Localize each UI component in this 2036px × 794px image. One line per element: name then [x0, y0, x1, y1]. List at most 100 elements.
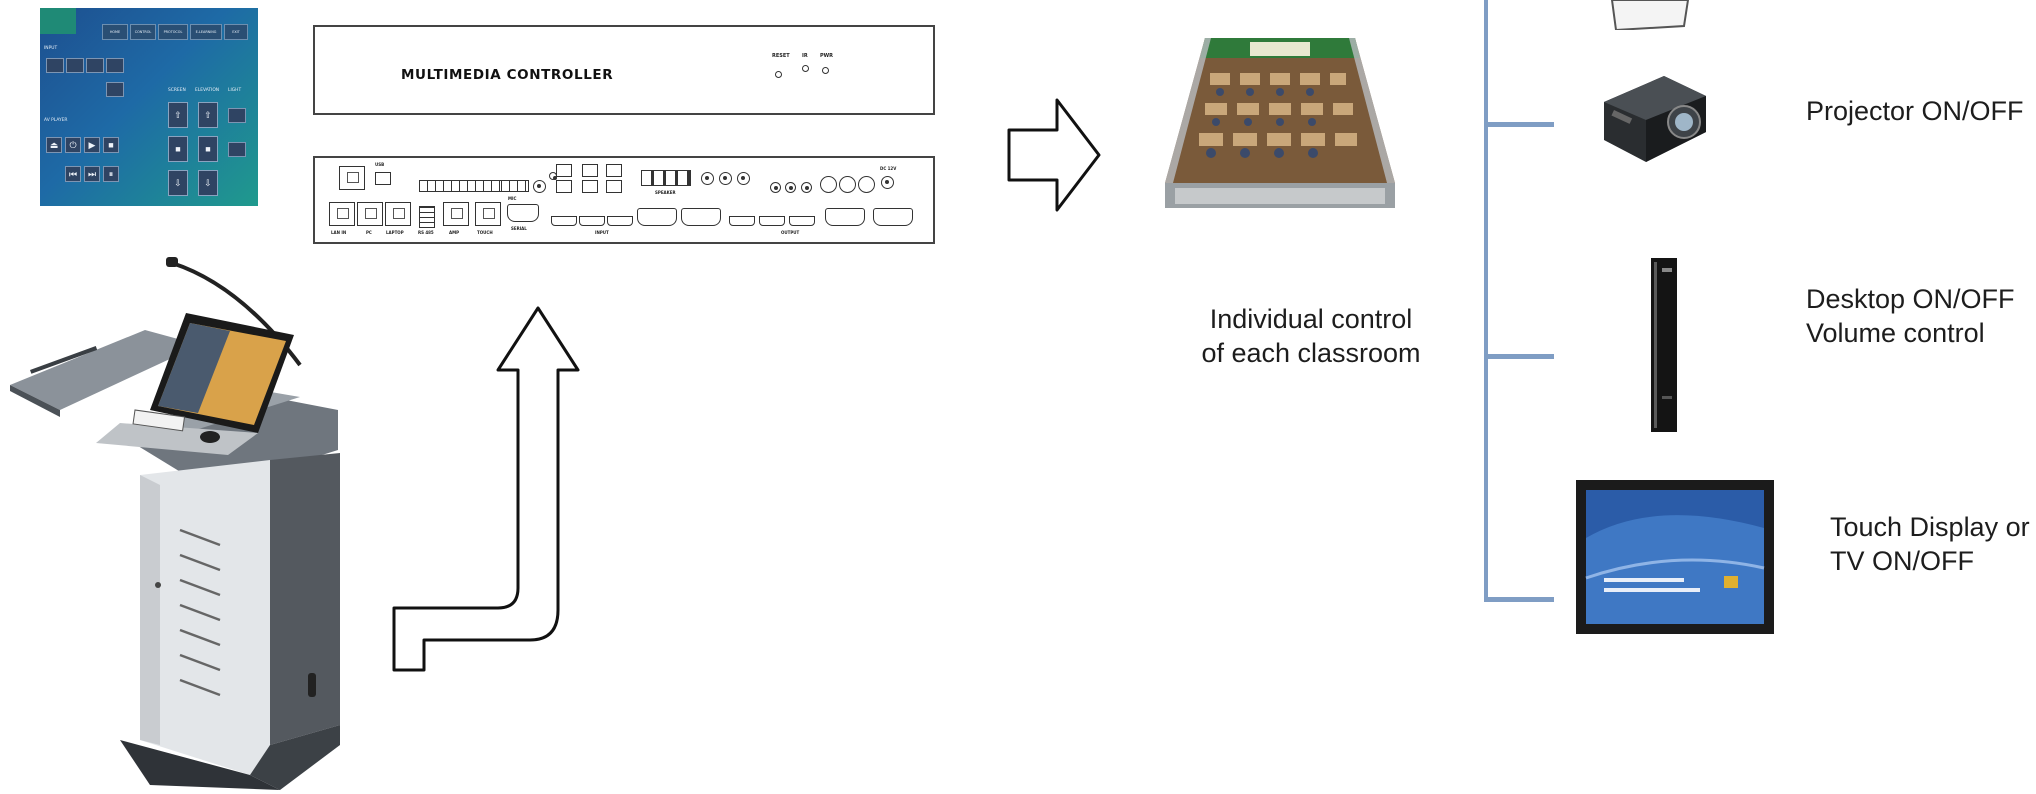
panel-nav-home[interactable]: HOME [102, 24, 128, 40]
panel-input-desktop[interactable] [46, 58, 64, 73]
vga-input-2 [681, 208, 721, 226]
screen-stop-button[interactable]: ■ [168, 136, 188, 162]
reset-button[interactable] [775, 71, 782, 78]
vga-output-1 [825, 208, 865, 226]
panel-nav-exit[interactable]: EXIT [224, 24, 248, 40]
classroom-caption: Individual control of each classroom [1201, 304, 1421, 368]
power-button[interactable]: ⏻ [65, 137, 81, 153]
elevation-stop-button[interactable]: ■ [198, 136, 218, 162]
fast-forward-button[interactable]: ⏭ [84, 166, 100, 182]
touch-label: TOUCH [477, 230, 493, 235]
speaker-terminal [641, 170, 691, 186]
touch-display-caption: Touch Display or TV ON/OFF [1830, 512, 2030, 576]
usb-port [375, 172, 391, 185]
usb-stack-2a [582, 164, 598, 177]
xlr-port-1 [820, 176, 837, 193]
dc12v-label: DC 12V [880, 166, 897, 171]
panel-nav-elearning[interactable]: E-LEARNING [190, 24, 222, 40]
lan-in-label: LAN IN [331, 230, 347, 235]
arrow-up-icon: ⇧ [174, 110, 182, 120]
ir-label: IR [802, 53, 808, 59]
controller-front-panel: MULTIMEDIA CONTROLLER RESET IR PWR [313, 25, 935, 115]
projection-screen-icon [1610, 0, 1690, 30]
play-icon: ▶ [88, 140, 96, 150]
jack-port [533, 180, 546, 193]
rs485-label: RS 485 [418, 230, 434, 235]
bus-branch-display [1484, 597, 1554, 602]
light-off-button[interactable] [228, 142, 246, 157]
serial-label: SERIAL [511, 226, 527, 231]
panel-elevation-label: ELEVATION [195, 88, 220, 93]
touch-display-icon [1576, 480, 1774, 634]
panel-nav-protocol[interactable]: PROTOCOL [158, 24, 188, 40]
rca-port-6 [801, 182, 812, 193]
usb-stack-1b [556, 180, 572, 193]
fast-forward-icon: ⏭ [87, 169, 97, 179]
ir-sensor-icon [802, 65, 809, 72]
desktop-caption: Desktop ON/OFF Volume control [1806, 284, 2015, 348]
rca-port-1 [701, 172, 714, 185]
rewind-button[interactable]: ⏮ [65, 166, 81, 182]
pause-icon: ⏸ [108, 169, 114, 179]
light-on-button[interactable] [228, 108, 246, 123]
desktop-tower-icon [1651, 258, 1677, 432]
rca-port-2 [719, 172, 732, 185]
laptop-port [385, 202, 411, 226]
projector-caption: Projector ON/OFF [1806, 96, 2024, 126]
pc-label: PC [366, 230, 372, 235]
hdmi-input-2 [579, 216, 605, 226]
projector-icon [1604, 76, 1706, 162]
up-arrow-connector [392, 306, 580, 672]
play-button[interactable]: ▶ [84, 137, 100, 153]
eject-button[interactable]: ⏏ [46, 137, 62, 153]
stop-button[interactable]: ■ [103, 137, 119, 153]
panel-av-player-label: AV PLAYER [44, 118, 68, 123]
screen-down-button[interactable]: ⇩ [168, 170, 188, 196]
usb-label: USB [375, 162, 385, 167]
controller-rear-panel: USB MIC SPEAKER DC 12V LAN IN PC LAPTOP … [313, 156, 935, 244]
output-label: OUTPUT [781, 230, 800, 235]
panel-input-dvd[interactable] [106, 82, 124, 97]
panel-input-vga[interactable] [106, 58, 124, 73]
pause-button[interactable]: ⏸ [103, 166, 119, 182]
touch-control-panel: HOME CONTROL PROTOCOL E-LEARNING EXIT IN… [40, 8, 258, 206]
usb-stack-3b [606, 180, 622, 193]
input-label: INPUT [595, 230, 609, 235]
speaker-label: SPEAKER [655, 190, 676, 195]
terminal-block-small [501, 180, 529, 192]
power-icon: ⏻ [69, 140, 77, 150]
bus-branch-desktop [1484, 354, 1554, 359]
arrow-down-icon: ⇩ [204, 178, 212, 188]
right-arrow [1007, 98, 1101, 212]
touch-port [475, 202, 501, 226]
rca-port-3 [737, 172, 750, 185]
panel-input-laptop[interactable] [66, 58, 84, 73]
rca-port-5 [785, 182, 796, 193]
panel-light-label: LIGHT [228, 88, 242, 93]
elevation-up-button[interactable]: ⇧ [198, 102, 218, 128]
lan-port-top [339, 166, 365, 190]
panel-input-label: INPUT [44, 46, 58, 51]
reset-label: RESET [772, 53, 790, 59]
bus-branch-projector [1484, 122, 1554, 127]
rewind-icon: ⏮ [68, 169, 78, 179]
arrow-up-icon: ⇧ [204, 110, 212, 120]
arrow-down-icon: ⇩ [174, 178, 182, 188]
vga-output-2 [873, 208, 913, 226]
controller-title: MULTIMEDIA CONTROLLER [401, 67, 614, 83]
hdmi-output-1 [729, 216, 755, 226]
xlr-port-2 [839, 176, 856, 193]
usb-stack-1a [556, 164, 572, 177]
elevation-down-button[interactable]: ⇩ [198, 170, 218, 196]
panel-input-hdmi[interactable] [86, 58, 104, 73]
panel-nav-control[interactable]: CONTROL [130, 24, 156, 40]
panel-screen-label: SCREEN [168, 88, 186, 93]
pwr-label: PWR [820, 53, 834, 59]
terminal-block [419, 180, 507, 192]
rca-port-4 [770, 182, 781, 193]
screen-up-button[interactable]: ⇧ [168, 102, 188, 128]
right-arrow-icon [1007, 98, 1101, 212]
amp-label: AMP [449, 230, 460, 235]
bus-vertical-line [1484, 0, 1488, 602]
stop-icon: ■ [175, 144, 181, 154]
